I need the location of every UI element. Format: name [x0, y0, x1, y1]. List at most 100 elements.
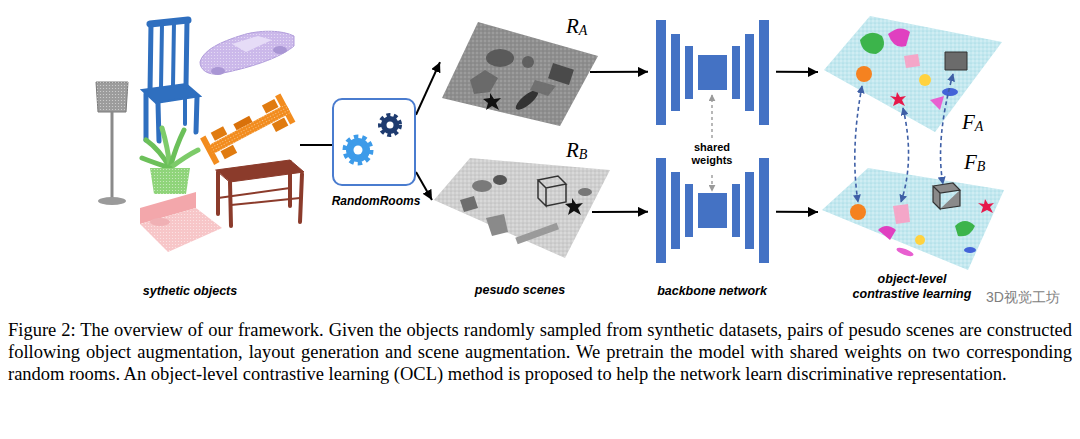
flow-arrow — [776, 71, 818, 73]
feature-panel: FB — [818, 148, 1004, 272]
scene-picture — [472, 180, 492, 192]
feature-scene — [822, 168, 1004, 270]
car-object — [232, 36, 272, 52]
bed-object — [140, 192, 222, 252]
table-object — [218, 188, 290, 198]
node-label: R — [566, 138, 579, 163]
flow-arrow — [416, 62, 440, 115]
object-correspondence-arrow — [855, 86, 862, 202]
feature-scene — [824, 16, 1002, 132]
scene-picture — [483, 93, 501, 110]
chair-object — [183, 90, 187, 124]
flow-arrow — [592, 211, 648, 213]
racecar-object — [208, 104, 290, 154]
chair-object — [158, 103, 159, 141]
table-object — [230, 182, 231, 226]
car-object — [200, 31, 294, 74]
scene-panel: RA — [440, 14, 590, 126]
node-label: F — [964, 150, 977, 175]
chair-object — [142, 84, 200, 103]
scene-picture — [515, 223, 559, 245]
scene-picture — [538, 176, 566, 206]
scene-picture — [578, 188, 592, 196]
stage-label: object-level contrastive learning — [847, 272, 977, 302]
encoder-decoder — [685, 46, 693, 99]
feature-scene — [942, 88, 958, 96]
table-object — [231, 198, 300, 205]
lamp-object — [111, 112, 114, 198]
encoder-decoder — [656, 158, 666, 263]
encoder-decoder — [685, 184, 693, 237]
feature-scene — [878, 226, 896, 240]
chair-object — [150, 20, 188, 24]
object-correspondence-arrow — [941, 74, 953, 184]
feature-scene — [856, 66, 872, 82]
feature-scene — [933, 183, 960, 209]
lamp-object — [96, 82, 128, 112]
bed-object — [140, 208, 222, 252]
scene-picture — [470, 70, 498, 94]
plant-object — [162, 128, 170, 168]
bed-object — [140, 208, 222, 252]
shared-weights-arrow — [711, 95, 712, 138]
car-object — [273, 46, 287, 54]
gear-icon — [354, 146, 363, 155]
scene-picture — [548, 63, 574, 85]
feature-scene — [945, 52, 967, 70]
process-box: RandomRooms — [332, 98, 416, 186]
feature-scene — [890, 92, 906, 106]
feature-scene — [822, 168, 1004, 270]
plant-object — [150, 168, 190, 194]
chair-object — [186, 20, 187, 86]
chair-object — [144, 94, 149, 140]
scene-picture — [486, 214, 508, 236]
node-label: RandomRooms — [309, 194, 443, 208]
chair-object — [161, 24, 162, 88]
plant-object — [142, 128, 198, 194]
scene-picture — [434, 158, 610, 258]
car-object — [200, 31, 294, 75]
subscript-label: A — [975, 119, 984, 136]
scene-picture — [434, 158, 610, 258]
encoder-decoder — [698, 193, 727, 228]
object-correspondence-arrow — [901, 108, 909, 202]
gear-icon — [381, 116, 399, 134]
encoder-decoder — [656, 20, 769, 125]
scene-picture — [434, 158, 610, 258]
backbone-group: shared weightsbackbone network — [648, 16, 776, 304]
node-label: sythetic objects — [80, 284, 300, 299]
feature-panel: FA — [818, 12, 1004, 140]
flow-arrow — [590, 71, 648, 73]
node-label: shared weights — [682, 141, 742, 167]
plant-object — [142, 158, 170, 168]
scene-picture — [486, 49, 514, 67]
plant-object — [150, 168, 190, 194]
feature-scene — [896, 246, 915, 258]
subscript-label: B — [579, 147, 588, 164]
racecar-object — [208, 104, 290, 154]
lamp-object — [98, 197, 126, 205]
encoder-decoder — [745, 172, 754, 249]
chair-object — [196, 97, 197, 132]
feature-scene — [850, 204, 866, 220]
chair-object — [173, 22, 174, 86]
object-group: sythetic objects — [80, 12, 300, 302]
feature-scene — [824, 16, 1002, 132]
object-correspondence-arrow — [855, 74, 953, 202]
encoder-decoder — [656, 158, 769, 263]
plant-object — [170, 150, 198, 168]
scene-panel: RB — [432, 142, 592, 258]
gear-icon — [346, 116, 399, 162]
feature-scene — [822, 168, 1004, 270]
encoder-decoder — [732, 184, 740, 237]
encoder-decoder — [732, 46, 740, 99]
chair-object — [142, 20, 200, 141]
feature-scene — [915, 235, 925, 245]
shared-weights-arrow — [711, 175, 712, 191]
bed-object — [150, 218, 170, 226]
encoder-decoder — [759, 158, 769, 263]
subscript-label: A — [579, 23, 588, 40]
scene-picture — [522, 56, 534, 68]
feature-scene — [893, 204, 910, 224]
